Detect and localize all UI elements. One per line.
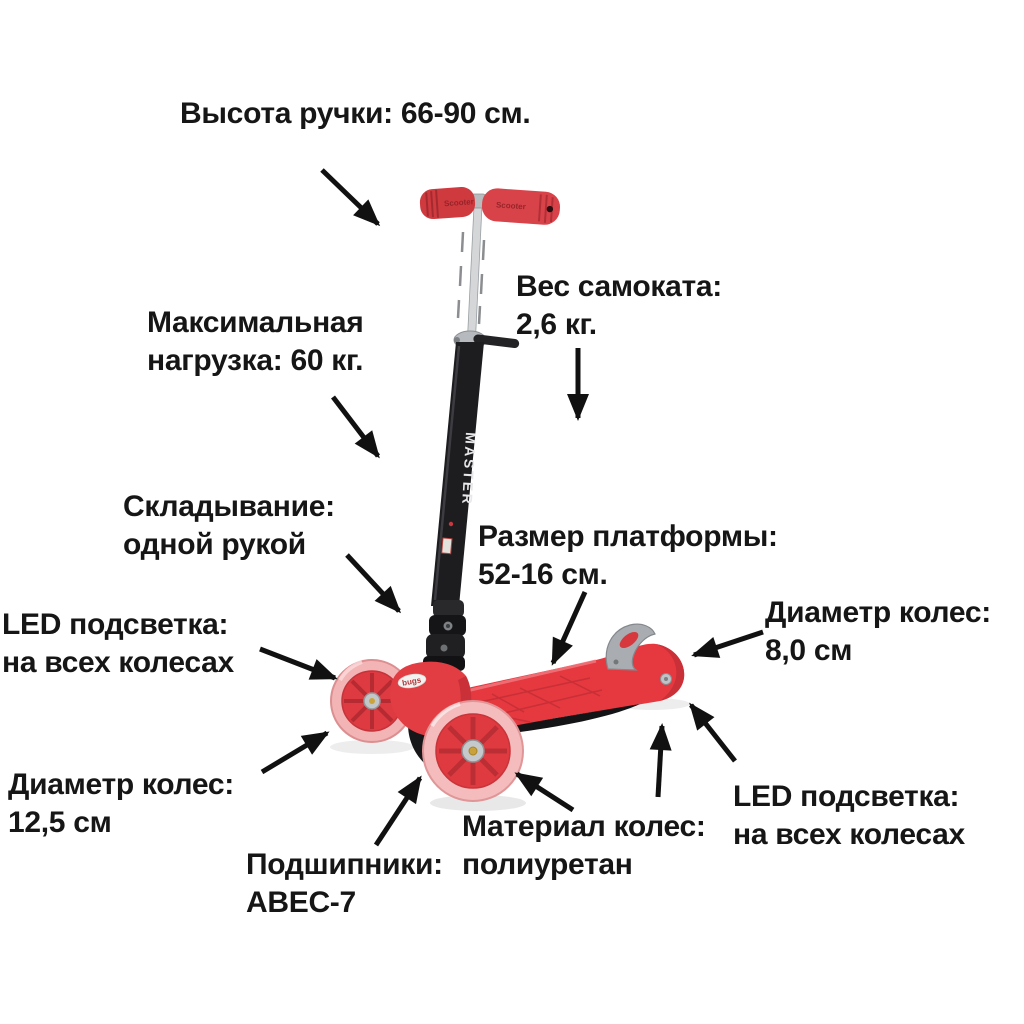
label-folding: Складывание: одной рукой [123,490,335,561]
arrow-platform [550,590,588,666]
label-bearings: Подшипники: ABEC-7 [246,848,443,919]
arrow-wheel-front [260,730,330,775]
height-adjust-markings [456,231,486,325]
label-led-front: LED подсветка: на всех колесах [2,608,234,679]
label-max-load: Максимальная нагрузка: 60 кг. [147,306,364,377]
right-grip: Scooter [481,188,561,225]
rear-brake-fender [605,623,656,671]
grip-brand-text: Scooter [496,200,526,211]
arrow-material-front [514,771,575,813]
label-handle-height: Высота ручки: 66-90 см. [180,97,531,130]
arrow-handle-height [320,168,381,227]
label-front-wheel-diameter: Диаметр колес: 12,5 см [8,768,234,839]
front-far-wheel [330,659,414,743]
arrow-material-rear [649,723,672,798]
handlebar: Scooter Scooter [419,187,561,349]
arrow-led-rear [689,702,737,763]
arrow-max-load [331,395,380,459]
arrow-bearings [373,775,423,847]
grip-brand-text: Scooter [444,197,474,208]
folding-mechanism [423,600,466,671]
arrow-wheel-rear [691,629,764,658]
front-near-wheel [422,700,524,802]
arrow-led-front [259,646,338,681]
label-weight: Вес самоката: 2,6 кг. [516,270,722,341]
label-led-rear: LED подсветка: на всех колесах [733,780,965,851]
stem-brand-text: MASTER [459,432,479,507]
deck-logo-text: bugs [401,675,422,687]
label-rear-wheel-diameter: Диаметр колес: 8,0 см [765,596,991,667]
arrow-folding [345,553,402,614]
label-wheel-material: Материал колес: полиуретан [462,810,706,881]
stem: MASTER [431,342,484,606]
left-grip: Scooter [419,187,476,220]
label-platform-size: Размер платформы: 52-16 см. [478,520,778,591]
